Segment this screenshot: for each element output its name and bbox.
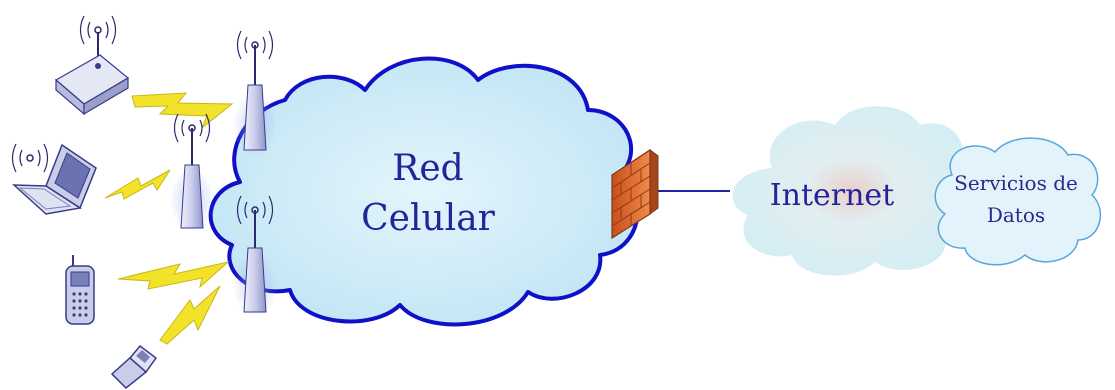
cellular-network-cloud: [208, 56, 640, 327]
cellular-network-label-line1: Red: [392, 148, 463, 189]
laptop-icon: [11, 143, 97, 215]
antenna-tower-icon: [170, 113, 214, 232]
flip-phone-icon: [110, 344, 158, 390]
lightning-bolt-icon: [131, 92, 234, 129]
cellular-network-label-line2: Celular: [361, 198, 496, 239]
firewall-icon: [611, 148, 659, 240]
lightning-bolt-icon: [117, 261, 230, 290]
data-services-cloud: [934, 137, 1102, 266]
cell-phone-icon: [65, 255, 95, 325]
wireless-router-icon: [54, 15, 130, 116]
data-services-label-line1: Servicios de: [954, 171, 1078, 195]
antenna-tower-icon: [233, 30, 277, 157]
data-services-label-line2: Datos: [987, 203, 1045, 227]
lightning-bolt-icon: [159, 285, 221, 345]
internet-label: Internet: [770, 178, 894, 213]
antenna-tower-icon: [233, 195, 277, 317]
lightning-bolt-icon: [104, 169, 171, 200]
internet-cloud: [732, 106, 972, 276]
